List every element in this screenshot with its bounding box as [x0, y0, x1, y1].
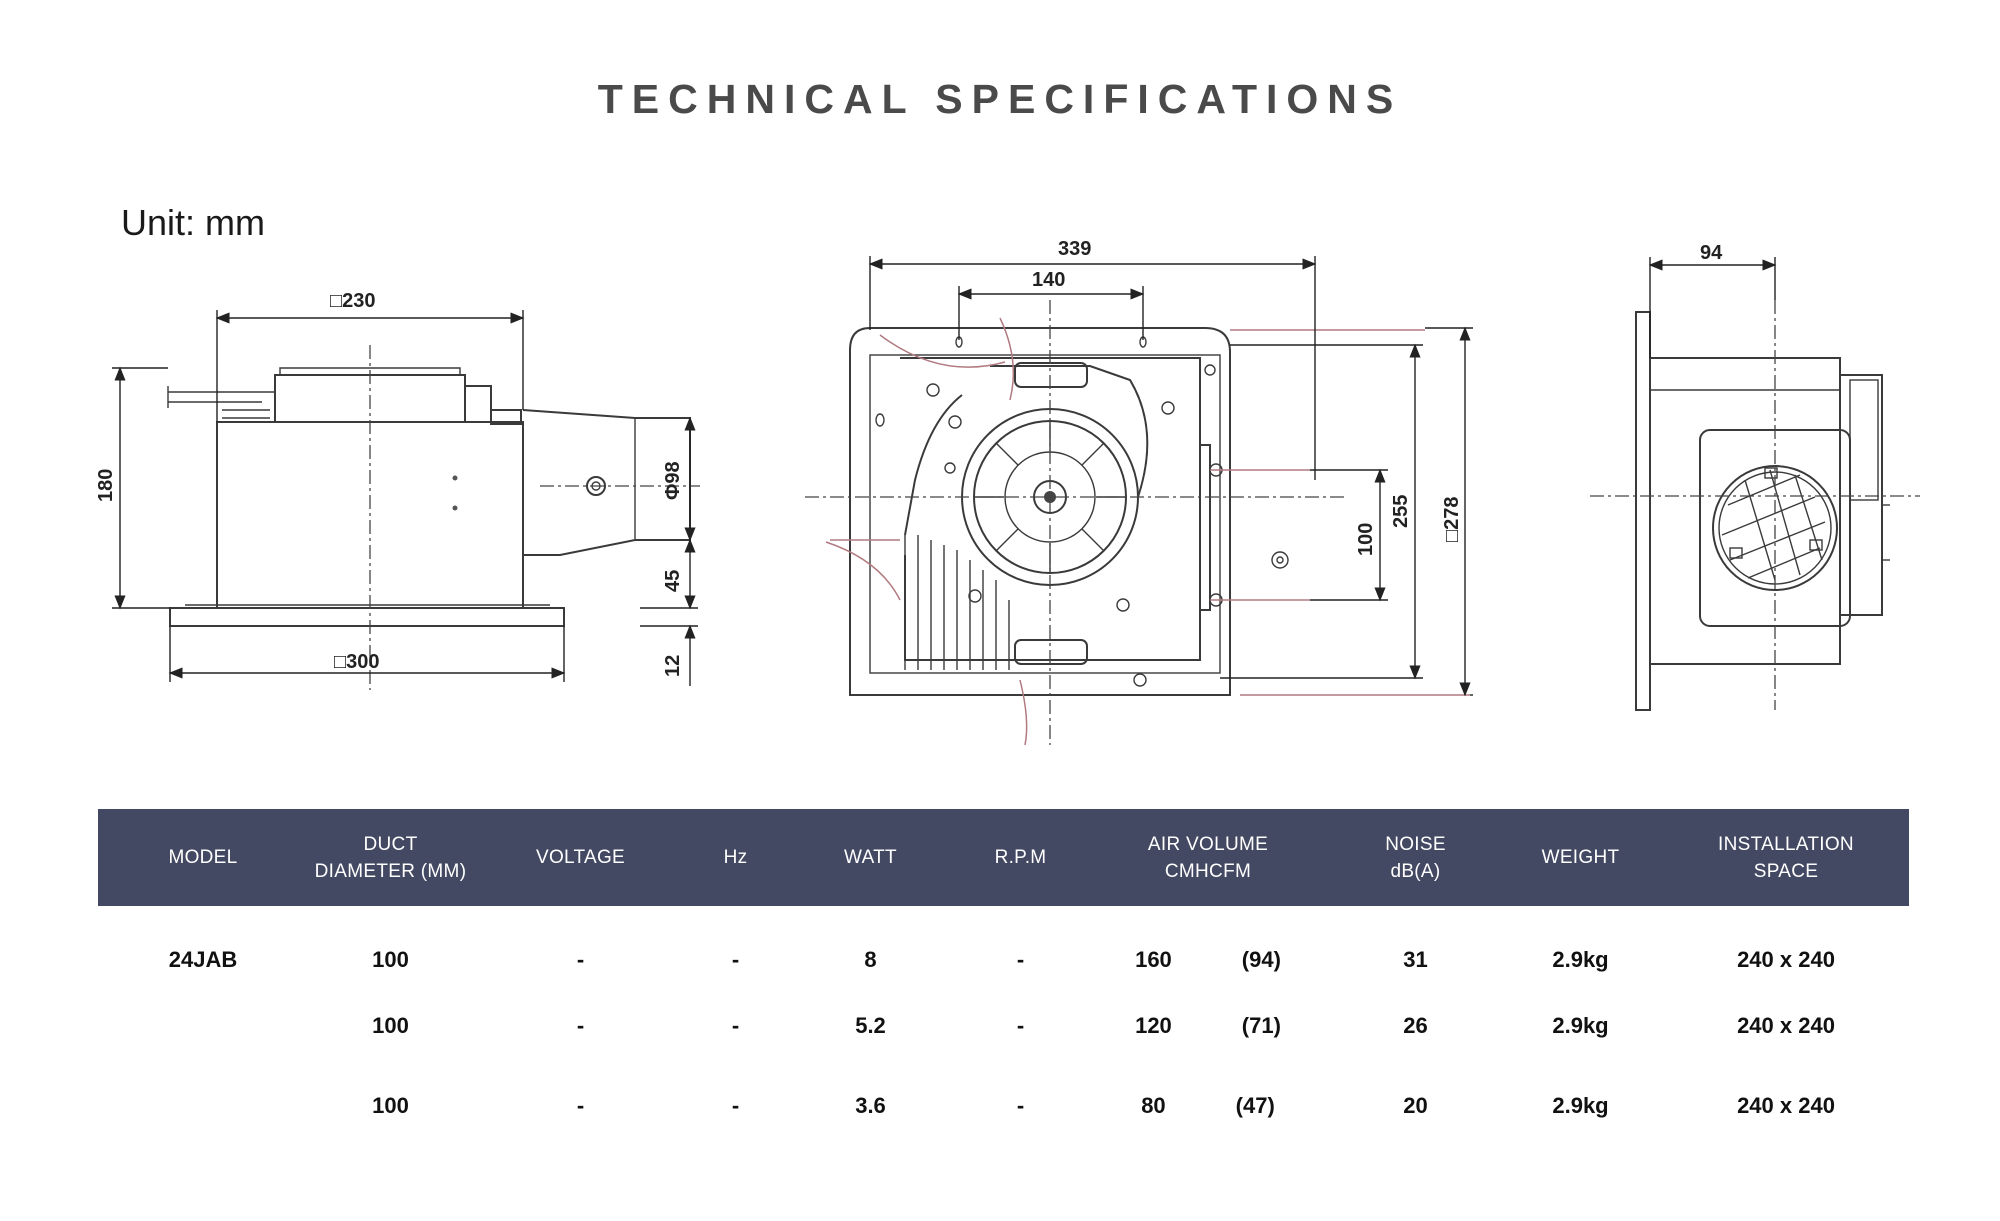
side-view-drawing: □230 □300 180 Φ98 45 12: [95, 290, 700, 690]
dim-front-width: 339: [1058, 238, 1091, 260]
cell-cfm: (71): [1241, 1013, 1281, 1038]
dim-front-outer: □278: [1441, 497, 1463, 542]
page-title: TECHNICAL SPECIFICATIONS: [597, 76, 1403, 122]
cell-watt: 5.2: [855, 1013, 886, 1038]
dim-side-height: 180: [95, 469, 117, 502]
cell-cfm: (94): [1241, 947, 1281, 972]
cell-weight: 2.9kg: [1552, 1093, 1609, 1118]
cell-hz: -: [731, 1093, 740, 1118]
table-row: 100 - - 3.6 - 80 (47) 20 2.9kg 240 x 240: [98, 1066, 1909, 1146]
dim-front-inner: 140: [1032, 269, 1065, 291]
cell-air-volume: 160 (94): [1083, 906, 1333, 986]
dim-front-small: 100: [1355, 523, 1377, 556]
cell-weight: 2.9kg: [1552, 947, 1609, 972]
cell-air-volume: 80 (47): [1083, 1066, 1333, 1146]
cell-noise: 20: [1403, 1093, 1428, 1118]
cell-voltage: -: [576, 1013, 585, 1038]
cell-rpm: -: [1016, 1093, 1025, 1118]
dim-duct-diameter: Φ98: [662, 461, 684, 500]
table-row: 100 - - 5.2 - 120 (71) 26 2.9kg 240 x 240: [98, 986, 1909, 1066]
cell-hz: -: [731, 947, 740, 972]
dim-side-top: □230: [330, 290, 375, 312]
header-hz: Hz: [723, 847, 748, 868]
cell-duct: 100: [372, 1093, 409, 1118]
cell-cmh: 120: [1135, 1013, 1172, 1038]
dim-side-bottom: □300: [334, 651, 379, 673]
front-view-drawing: 339 140 100 255 □278: [805, 238, 1473, 746]
cell-model: 24JAB: [168, 947, 238, 972]
cell-rpm: -: [1016, 947, 1025, 972]
header-voltage: VOLTAGE: [535, 847, 626, 868]
technical-drawing: □230 □300 180 Φ98 45 12: [95, 238, 1920, 746]
cell-duct: 100: [372, 947, 409, 972]
cell-watt: 8: [864, 947, 877, 972]
cell-noise: 26: [1403, 1013, 1428, 1038]
header-watt: WATT: [844, 847, 897, 868]
table-row: 24JAB 100 - - 8 - 160 (94) 31 2.9kg 240 x…: [98, 906, 1909, 986]
header-air-volume: AIR VOLUME CMHCFM: [1147, 833, 1269, 882]
cell-watt: 3.6: [855, 1093, 886, 1118]
cell-rpm: -: [1016, 1013, 1025, 1038]
cell-noise: 31: [1403, 947, 1428, 972]
cell-hz: -: [731, 1013, 740, 1038]
cell-weight: 2.9kg: [1552, 1013, 1609, 1038]
dim-flange: 12: [662, 655, 684, 677]
cell-duct: 100: [372, 1013, 409, 1038]
cell-space: 240 x 240: [1737, 1013, 1835, 1038]
cell-space: 240 x 240: [1737, 947, 1835, 972]
header-rpm: R.P.M: [994, 847, 1047, 868]
cell-model: [98, 986, 308, 1066]
dim-profile-depth: 94: [1700, 242, 1723, 264]
cell-cmh: 160: [1135, 947, 1172, 972]
header-weight: WEIGHT: [1541, 847, 1620, 868]
profile-view-drawing: 94: [1590, 242, 1920, 711]
cell-model: [98, 1066, 308, 1146]
cell-space: 240 x 240: [1737, 1093, 1835, 1118]
header-cmh: CMH: [1164, 860, 1210, 882]
dim-front-mid: 255: [1390, 495, 1412, 528]
cell-cmh: 80: [1141, 1093, 1166, 1118]
cell-cfm: (47): [1235, 1093, 1275, 1118]
cell-voltage: -: [576, 1093, 585, 1118]
unit-label: Unit: mm: [121, 202, 265, 243]
header-model: MODEL: [168, 847, 238, 868]
cell-voltage: -: [576, 947, 585, 972]
header-cfm: CFM: [1209, 860, 1252, 882]
dim-duct-offset: 45: [662, 570, 684, 592]
cell-air-volume: 120 (71): [1083, 986, 1333, 1066]
